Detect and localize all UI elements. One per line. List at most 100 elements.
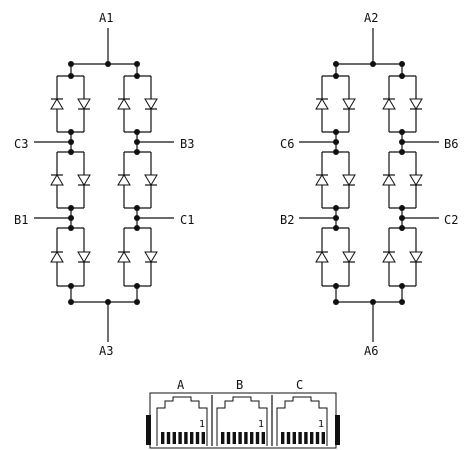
diode-down: [409, 228, 423, 286]
label-row1-left-left: C3: [14, 137, 28, 151]
diode-triangle: [144, 98, 158, 110]
junction-dot: [399, 283, 405, 289]
port-pin: [250, 432, 254, 444]
diode-up: [117, 76, 131, 132]
port-pin: [226, 432, 231, 444]
diode-down: [144, 152, 158, 208]
port-pin: [281, 432, 285, 444]
junction-dot: [68, 225, 74, 231]
junction-dot: [399, 299, 405, 305]
diode-down: [77, 76, 91, 132]
junction-dot: [333, 73, 339, 79]
rj45-port: [271, 395, 328, 446]
diode-up: [382, 228, 396, 286]
diode-triangle: [50, 251, 64, 263]
label-top-left: A1: [99, 11, 113, 25]
diode-triangle: [77, 174, 91, 186]
port-pin: [232, 432, 236, 444]
diode-bridge-left: [34, 28, 174, 342]
junction-dot: [399, 205, 405, 211]
junction-dot: [134, 149, 140, 155]
junction-dot: [370, 61, 376, 67]
port-a-label: A: [177, 378, 185, 392]
labels-left: A1 A3 C3 B3 B1 C1: [14, 11, 194, 358]
junction-dot: [68, 215, 74, 221]
port-pin: [286, 432, 291, 444]
diode-up: [117, 228, 131, 286]
port-outline: [156, 396, 208, 446]
junction-dot: [399, 73, 405, 79]
label-row2-left-right: B2: [280, 213, 294, 227]
junction-dot: [370, 299, 376, 305]
junction-dot: [333, 139, 339, 145]
junction-dot: [333, 149, 339, 155]
junction-dot: [105, 299, 111, 305]
label-row1-left-right: C6: [280, 137, 294, 151]
diode-triangle: [50, 174, 64, 186]
port-pin: [321, 432, 325, 444]
connector-left-tab: [146, 415, 151, 445]
diode-triangle: [77, 98, 91, 110]
junction-dot: [68, 139, 74, 145]
junction-dot: [134, 215, 140, 221]
junction-dot: [333, 299, 339, 305]
junction-dot: [105, 61, 111, 67]
junction-dot: [399, 149, 405, 155]
diode-triangle: [50, 98, 64, 110]
diode-triangle: [409, 174, 423, 186]
port-pin: [190, 432, 194, 444]
port-pin: [298, 432, 302, 444]
diode-down: [342, 228, 356, 286]
junction-dot: [134, 299, 140, 305]
port-b-label: B: [236, 378, 243, 392]
port-pin: [304, 432, 308, 444]
diode-up: [50, 228, 64, 286]
diode-down: [144, 228, 158, 286]
diode-down: [77, 228, 91, 286]
junction-dot: [134, 283, 140, 289]
port-pin: [195, 432, 200, 444]
port-pin: [178, 432, 182, 444]
port-pin: [172, 432, 176, 444]
label-bottom-right: A6: [364, 344, 378, 358]
port-pin: [261, 432, 265, 444]
connector-right-tab: [335, 415, 340, 445]
label-row2-right-left: C1: [180, 213, 194, 227]
port-pin: [166, 432, 171, 444]
diode-up: [315, 76, 329, 132]
diode-triangle: [144, 174, 158, 186]
port-b-pin-label: 1: [258, 419, 264, 430]
label-row2-left-left: B1: [14, 213, 28, 227]
diode-triangle: [315, 251, 329, 263]
port-pin: [161, 432, 165, 444]
labels-right: A2 A6 C6 B6 B2 C2: [280, 11, 458, 358]
rj45-port: [156, 396, 208, 446]
junction-dot: [68, 205, 74, 211]
port-pin: [238, 432, 242, 444]
diode-up: [50, 76, 64, 132]
diode-down: [342, 152, 356, 208]
diode-triangle: [315, 174, 329, 186]
diode-up: [315, 228, 329, 286]
port-pin: [244, 432, 248, 444]
diode-triangle: [382, 174, 396, 186]
diode-up: [50, 152, 64, 208]
diode-up: [382, 152, 396, 208]
diode-up: [117, 152, 131, 208]
junction-dot: [333, 129, 339, 135]
junction-dot: [333, 61, 339, 67]
junction-dot: [134, 225, 140, 231]
junction-dot: [399, 129, 405, 135]
diode-triangle: [117, 251, 131, 263]
junction-dot: [333, 215, 339, 221]
rj45-triple-connector: A B C 1 1 1: [146, 378, 340, 449]
label-top-right: A2: [364, 11, 378, 25]
junction-dot: [134, 139, 140, 145]
diode-triangle: [77, 251, 91, 263]
diode-down: [144, 76, 158, 132]
label-row1-right-right: B6: [444, 137, 458, 151]
junction-dot: [68, 283, 74, 289]
port-pin: [292, 432, 296, 444]
diode-triangle: [117, 174, 131, 186]
